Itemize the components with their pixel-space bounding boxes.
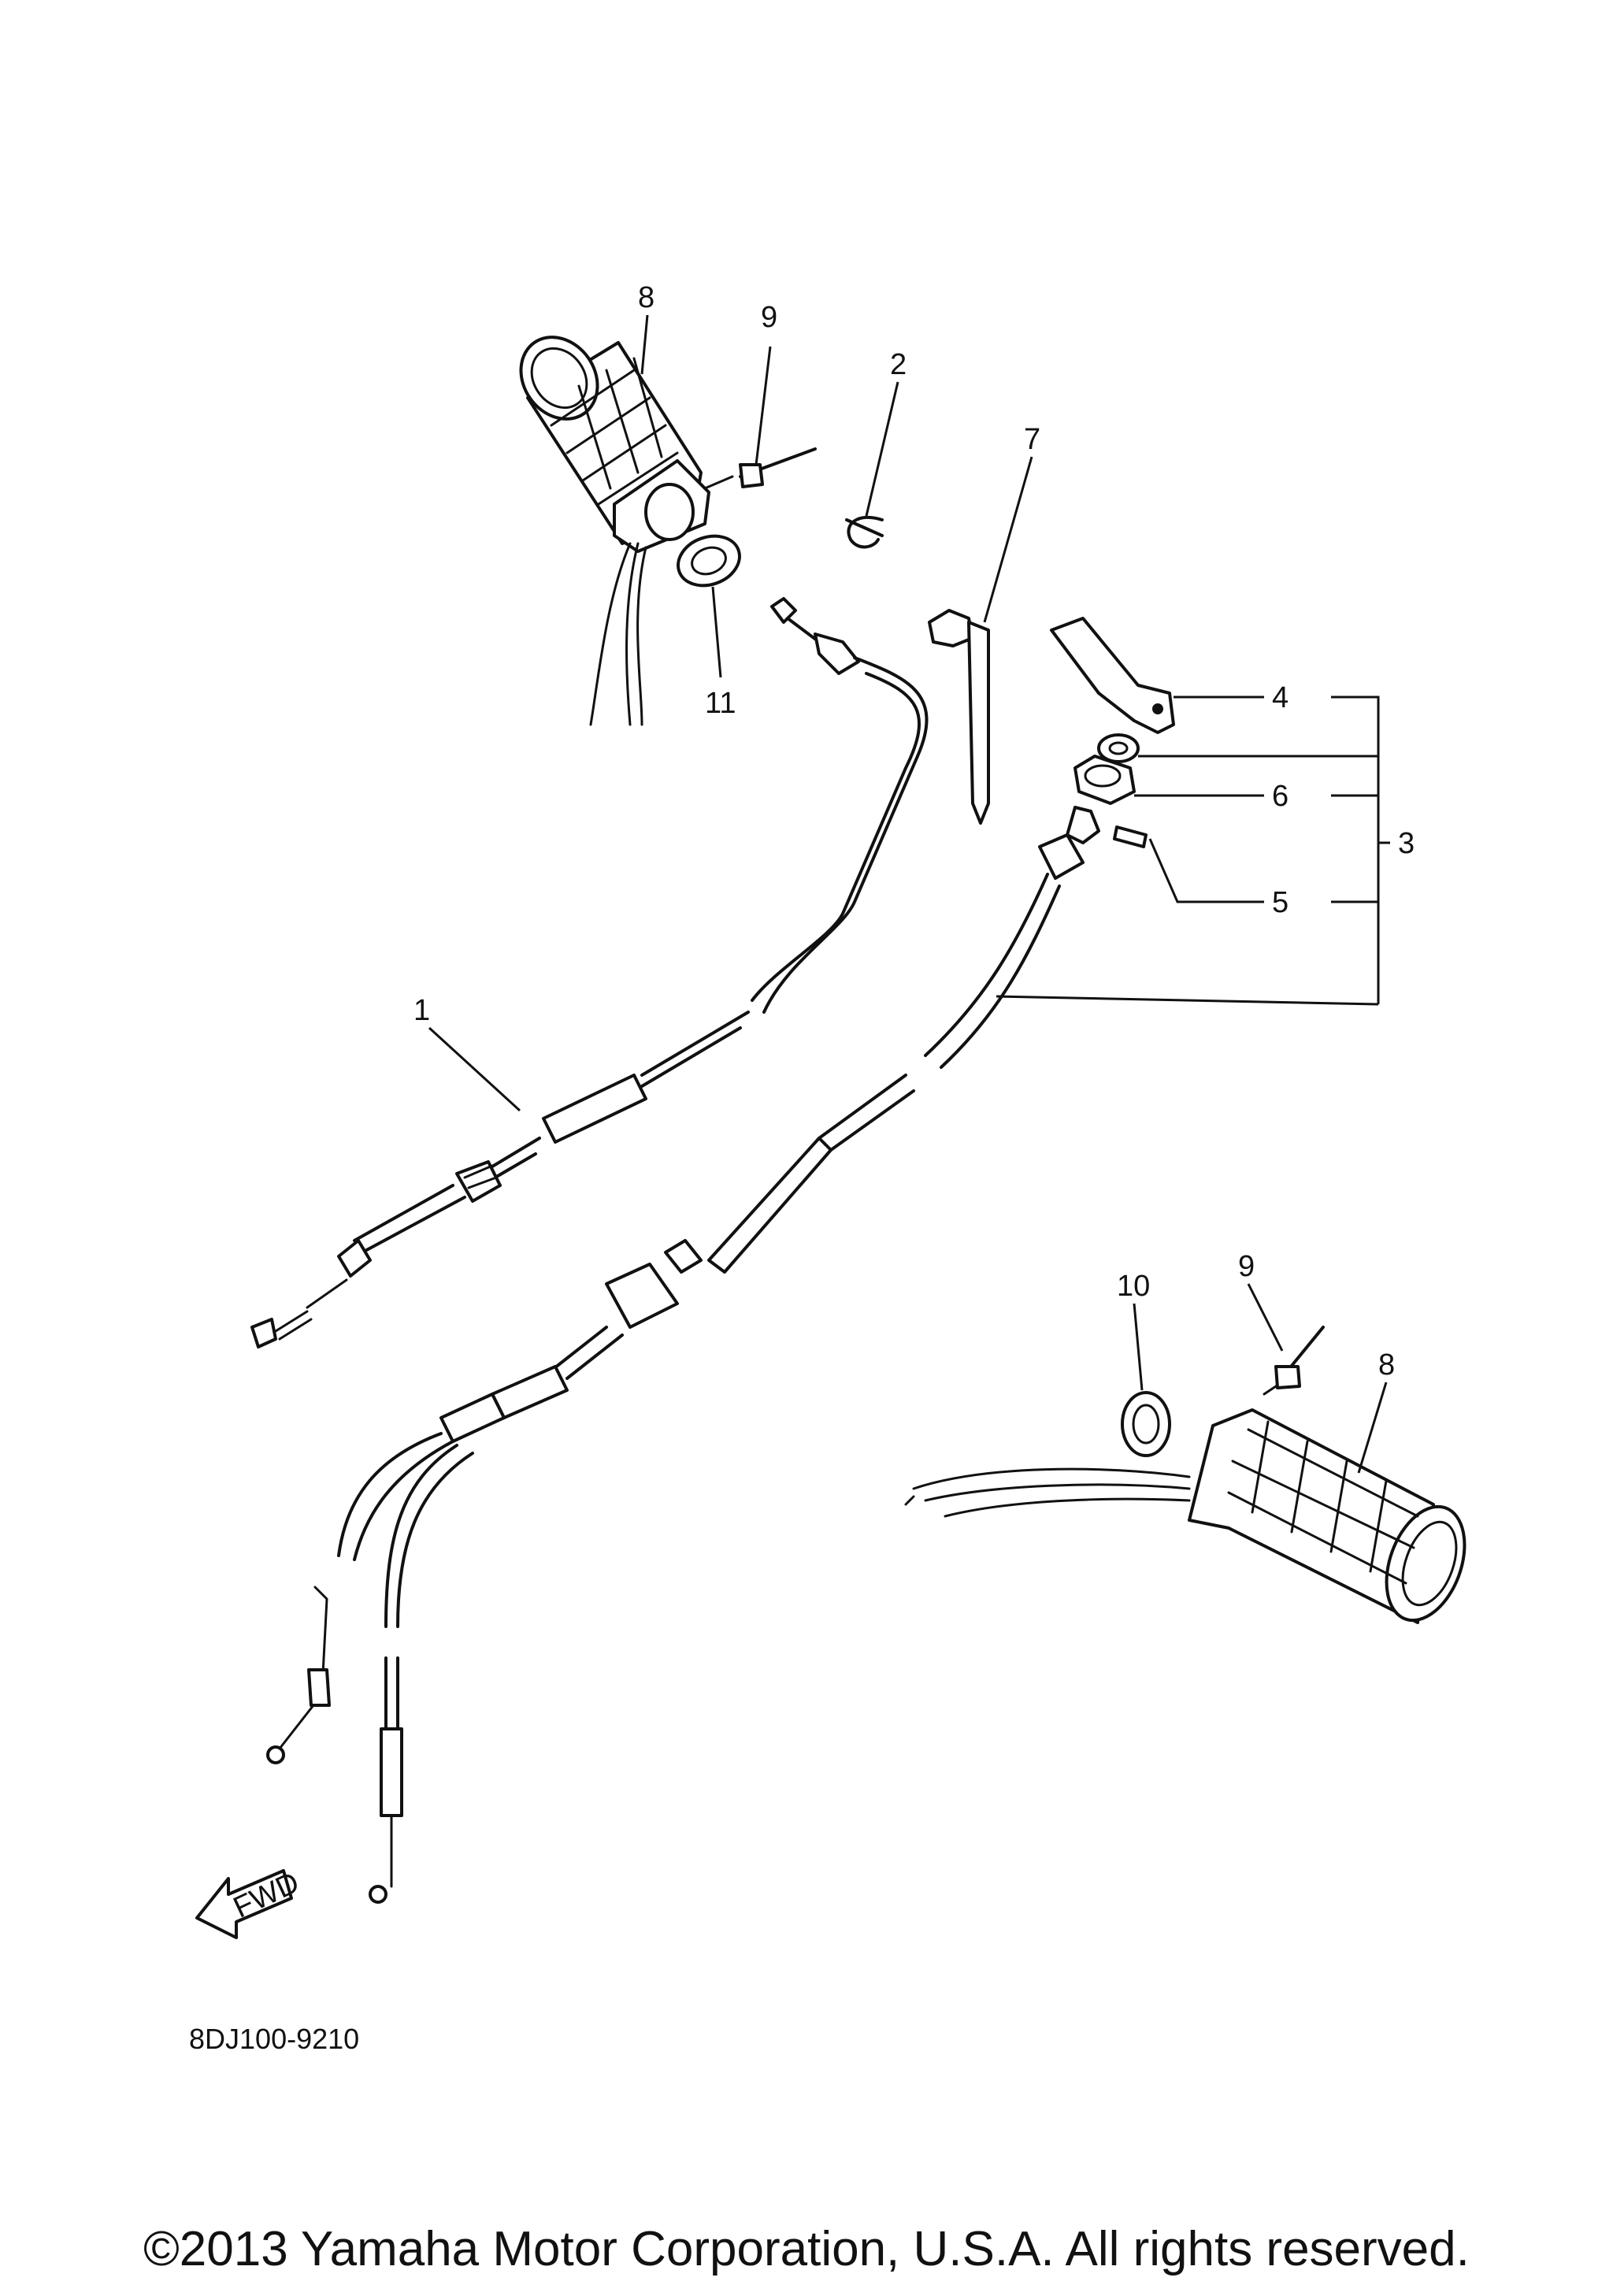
rivet-part-9-upper [703,447,817,490]
rivet-part-9-lower [1263,1326,1325,1396]
callout-1: 1 [413,994,430,1027]
clip-part-2 [845,515,884,549]
collar-part-10 [1121,1391,1171,1457]
callout-8-upper: 8 [638,281,654,314]
callout-5: 5 [1272,886,1289,919]
holder-part-7 [928,609,990,825]
callout-4: 4 [1272,681,1289,714]
throttle-lever-part-4 [1050,617,1175,734]
callout-11: 11 [705,687,736,720]
cable-part-1 [250,597,929,1348]
callout-10: 10 [1117,1270,1150,1303]
callout-8-lower: 8 [1378,1348,1395,1382]
diagram-code: 8DJ100-9210 [189,2023,360,2055]
leader-lines [428,314,1388,1474]
pin-part-5 [1113,825,1148,848]
cable-assembly-part-3 [266,806,1100,1904]
callout-2: 2 [890,348,907,381]
collar-part-11 [677,534,741,588]
fwd-arrow-icon: FWD [195,1866,304,1939]
callout-labels: 8 9 2 7 11 4 6 3 5 1 10 9 8 [413,281,1415,1382]
callout-9-lower: 9 [1238,1250,1255,1283]
callout-6: 6 [1272,780,1289,813]
washer-part-6 [1073,733,1140,805]
callout-3: 3 [1398,827,1415,860]
bracket-group-3 [996,695,1390,1006]
fwd-arrow-label: FWD [228,1866,304,1925]
callout-7: 7 [1024,423,1040,456]
right-handlebar-grip [904,1408,1467,1624]
left-handlebar-grip [519,336,710,726]
callout-9-upper: 9 [761,301,777,334]
copyright-notice: ©2013 Yamaha Motor Corporation, U.S.A. A… [143,2222,1470,2276]
